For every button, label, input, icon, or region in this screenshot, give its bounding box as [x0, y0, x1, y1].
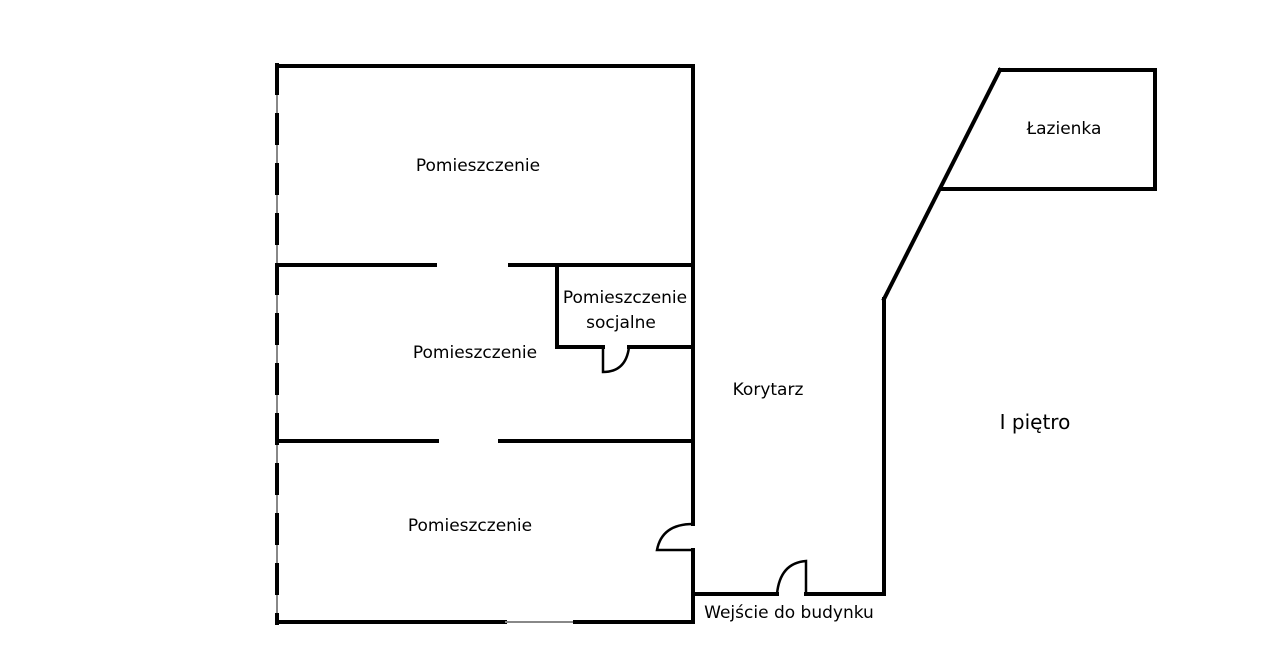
social-room-label-line1: Pomieszczenie [563, 288, 687, 308]
bottom-room-door-icon [655, 522, 694, 552]
social-room-label-line2: socjalne [586, 313, 656, 333]
room-bottom-label: Pomieszczenie [408, 516, 532, 536]
entrance-door-icon [775, 559, 808, 595]
bathroom-label: Łazienka [1026, 119, 1102, 139]
floor-label: I piętro [1000, 410, 1071, 434]
room-top-label: Pomieszczenie [416, 156, 540, 176]
room-middle-label: Pomieszczenie [413, 343, 537, 363]
social-room-door-icon [601, 346, 631, 374]
corridor-diagonal-wall [881, 67, 1003, 302]
entrance-label: Wejście do budynku [704, 603, 874, 623]
corridor-label: Korytarz [733, 380, 804, 400]
